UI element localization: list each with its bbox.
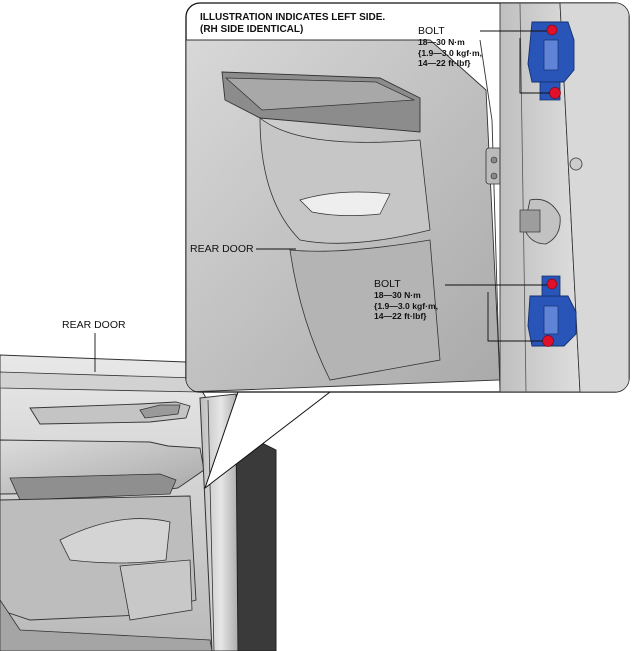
upper-bolt-callout: BOLT 18—30 N·m {1.9—3.0 kgf·m, 14—22 ft·… bbox=[418, 25, 482, 69]
main-door-edge-line bbox=[207, 399, 215, 651]
lower-bolt-title: BOLT bbox=[374, 278, 401, 290]
upper-hinge-bolt-top bbox=[546, 24, 558, 36]
lower-hinge-bolt-top bbox=[546, 278, 558, 290]
illustration-note-line2: (RH SIDE IDENTICAL) bbox=[200, 24, 304, 35]
detail-pillar-hole bbox=[569, 157, 583, 171]
detail-body-outer bbox=[559, 3, 629, 392]
upper-hinge-bolt-bottom bbox=[549, 87, 561, 99]
detail-latch-screw-top bbox=[490, 156, 498, 164]
lower-bolt-callout: BOLT 18—30 N·m {1.9—3.0 kgf·m, 14—22 ft·… bbox=[374, 278, 438, 322]
bolt-leaders bbox=[94, 30, 550, 372]
lower-bolt-torque-ftlbf: 14—22 ft·lbf} bbox=[374, 311, 427, 321]
lower-bolt-torque-nm: 18—30 N·m bbox=[374, 290, 421, 300]
upper-bolt-torque-nm: 18—30 N·m bbox=[418, 37, 465, 47]
detail-armrest-top bbox=[225, 77, 416, 111]
detail-pocket bbox=[299, 191, 391, 216]
detail-door-edge bbox=[479, 39, 501, 392]
upper-bolt-title: BOLT bbox=[418, 25, 445, 37]
main-armrest-window-switch bbox=[9, 473, 177, 501]
illustration-note-line1: ILLUSTRATION INDICATES LEFT SIDE. bbox=[200, 12, 386, 23]
upper-bolt-torque-kgfm: {1.9—3.0 kgf·m, bbox=[418, 47, 482, 58]
lower-bolt-leader-bottom bbox=[487, 292, 543, 342]
rear-door-main-label: REAR DOOR bbox=[62, 319, 126, 331]
upper-hinge-pin bbox=[543, 39, 559, 71]
upper-hinge bbox=[527, 21, 575, 101]
upper-bolt-leader-bottom bbox=[519, 38, 550, 94]
detail-panel-curve bbox=[259, 117, 431, 244]
main-door-view bbox=[0, 354, 277, 651]
main-speaker-area bbox=[119, 559, 193, 621]
detail-pillar-groove bbox=[519, 3, 527, 392]
detail-view bbox=[186, 3, 629, 392]
main-body-quarter bbox=[235, 429, 277, 651]
lower-hinge-bolt-bottom bbox=[542, 335, 554, 347]
lower-bolt-torque-kgfm: {1.9—3.0 kgf·m, bbox=[374, 300, 438, 311]
lower-hinge bbox=[527, 275, 577, 347]
lower-hinge-pin bbox=[543, 305, 559, 335]
upper-bolt-torque-ftlbf: 14—22 ft·lbf} bbox=[418, 58, 471, 68]
main-door-pocket bbox=[59, 518, 171, 564]
detail-lower-panel bbox=[289, 239, 441, 381]
callout-leader bbox=[203, 391, 331, 490]
main-bottom-seal bbox=[0, 599, 213, 651]
rear-door-detail-label: REAR DOOR bbox=[190, 243, 254, 255]
detail-latch-screw-bottom bbox=[490, 172, 498, 180]
illustration-note: ILLUSTRATION INDICATES LEFT SIDE. (RH SI… bbox=[200, 12, 385, 36]
main-inner-handle-grip bbox=[139, 404, 181, 419]
detail-door-check-arm bbox=[519, 209, 541, 233]
